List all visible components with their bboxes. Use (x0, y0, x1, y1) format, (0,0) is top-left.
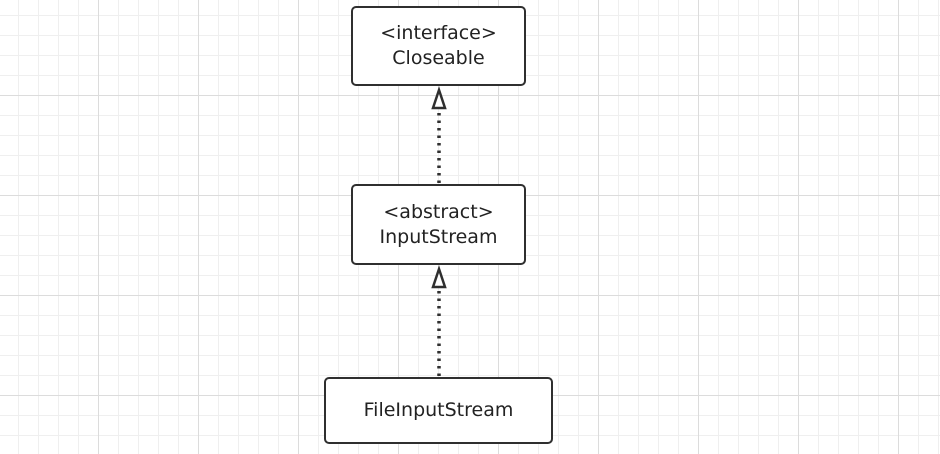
hollow-arrowhead-icon (431, 265, 447, 289)
node-stereotype: <abstract> (383, 200, 494, 223)
class-node-closeable[interactable]: <interface> Closeable (351, 6, 526, 86)
class-node-inputstream[interactable]: <abstract> InputStream (351, 184, 526, 265)
node-stereotype: <interface> (380, 22, 497, 44)
node-name: Closeable (392, 47, 485, 69)
node-name: FileInputStream (363, 399, 514, 421)
class-node-fileinputstream[interactable]: FileInputStream (324, 377, 553, 444)
hollow-arrowhead-icon (431, 86, 447, 110)
node-name: InputStream (379, 225, 498, 248)
